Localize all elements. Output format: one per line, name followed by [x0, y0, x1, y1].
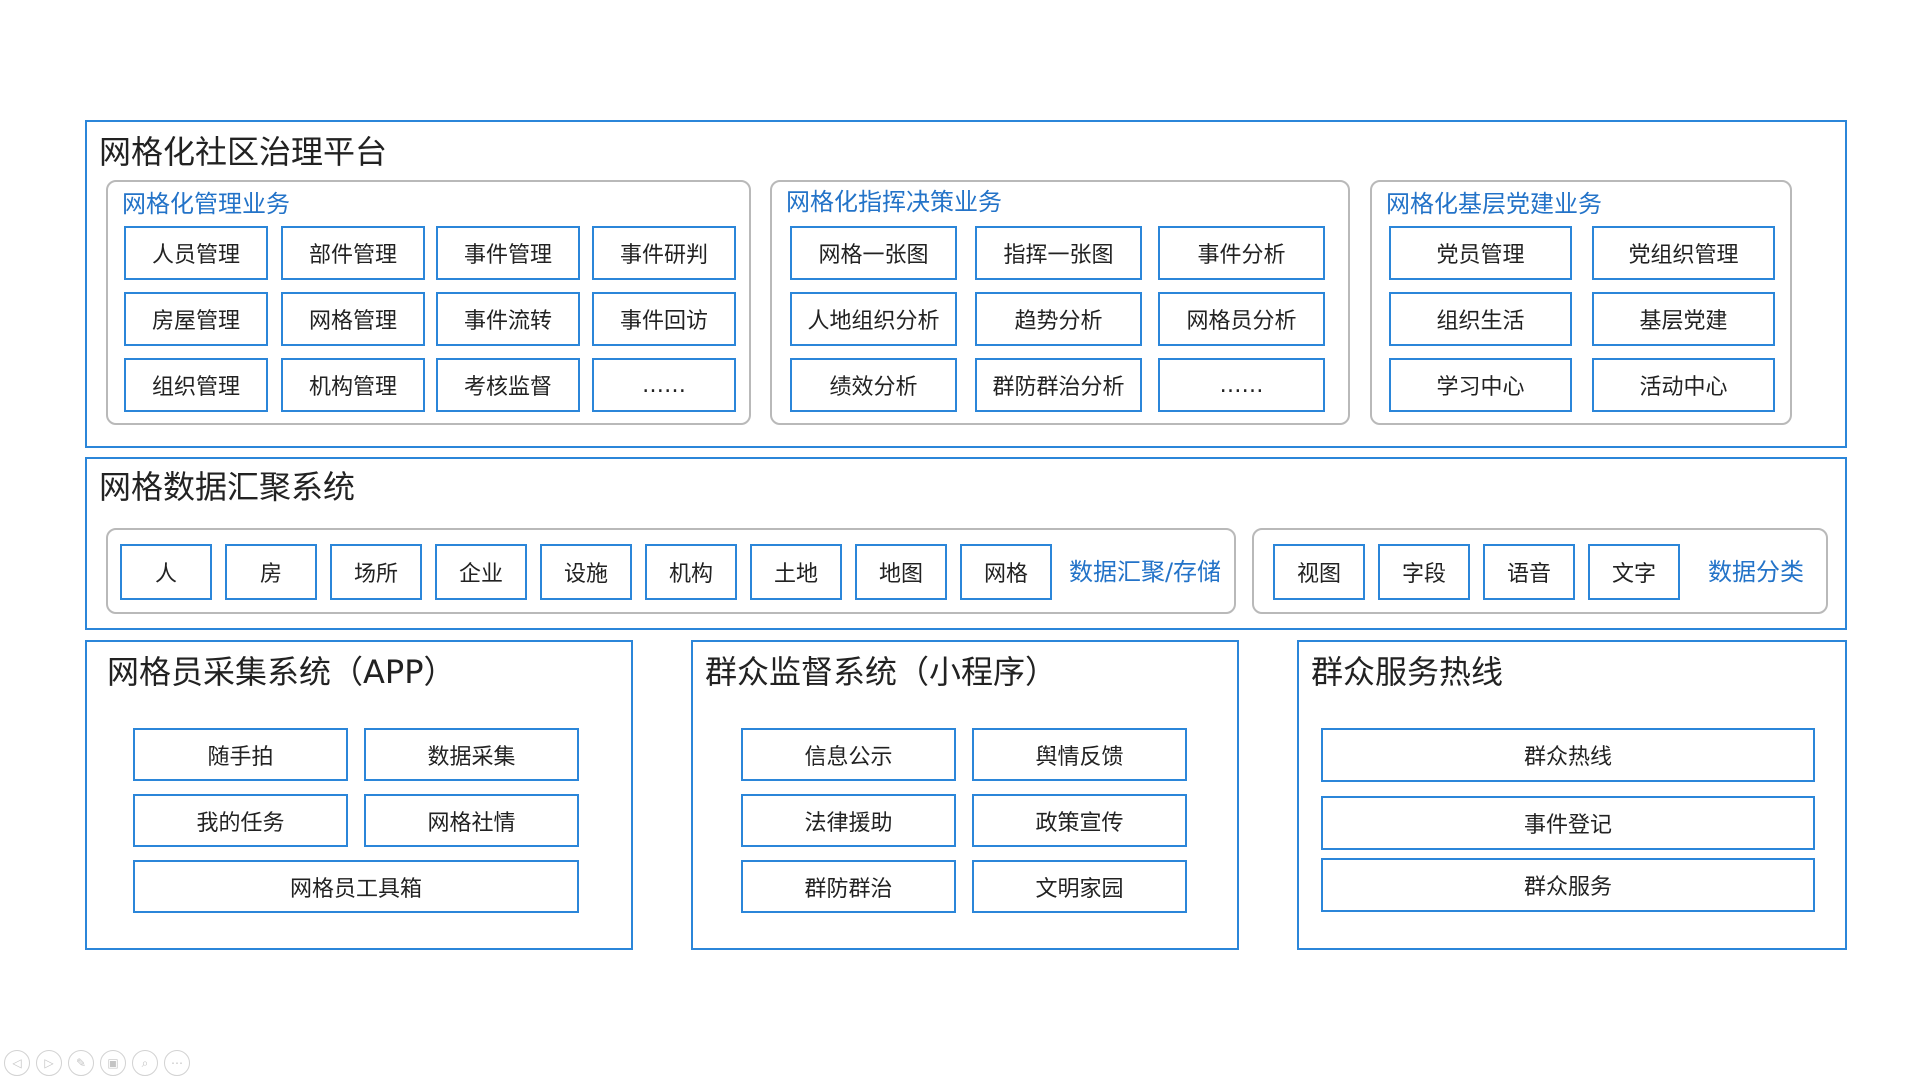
cell-command[interactable]: 网格员分析: [1158, 292, 1325, 346]
app-item[interactable]: 网格社情: [364, 794, 579, 847]
cell-party[interactable]: 基层党建: [1592, 292, 1775, 346]
data-item[interactable]: 企业: [435, 544, 527, 600]
data-aggregate-label: 数据汇聚/存储: [1068, 558, 1222, 586]
cell-management[interactable]: 事件回访: [592, 292, 736, 346]
next-icon[interactable]: ▷: [36, 1050, 62, 1076]
more-icon[interactable]: ⋯: [164, 1050, 190, 1076]
app-item[interactable]: 网格员工具箱: [133, 860, 579, 913]
app-item[interactable]: 数据采集: [364, 728, 579, 781]
pen-icon[interactable]: ✎: [68, 1050, 94, 1076]
cell-management[interactable]: 网格管理: [281, 292, 425, 346]
mini-item[interactable]: 法律援助: [741, 794, 956, 847]
data-item[interactable]: 网格: [960, 544, 1052, 600]
zoom-icon[interactable]: ⌕: [132, 1050, 158, 1076]
cell-party[interactable]: 党员管理: [1389, 226, 1572, 280]
mini-item[interactable]: 信息公示: [741, 728, 956, 781]
group-management-title: 网格化管理业务: [122, 190, 290, 218]
cell-management[interactable]: 事件研判: [592, 226, 736, 280]
app-item[interactable]: 我的任务: [133, 794, 348, 847]
data-item[interactable]: 设施: [540, 544, 632, 600]
cell-command[interactable]: 人地组织分析: [790, 292, 957, 346]
cell-management[interactable]: 机构管理: [281, 358, 425, 412]
cell-management[interactable]: 部件管理: [281, 226, 425, 280]
cell-management[interactable]: ……: [592, 358, 736, 412]
cell-management[interactable]: 人员管理: [124, 226, 268, 280]
cell-command[interactable]: ……: [1158, 358, 1325, 412]
group-party-title: 网格化基层党建业务: [1386, 190, 1602, 218]
data-aggregate-group: [106, 528, 1236, 614]
data-item[interactable]: 地图: [855, 544, 947, 600]
cell-command[interactable]: 群防群治分析: [975, 358, 1142, 412]
hotline-item[interactable]: 群众服务: [1321, 858, 1815, 912]
mini-item[interactable]: 舆情反馈: [972, 728, 1187, 781]
slides-icon[interactable]: ▣: [100, 1050, 126, 1076]
hotline-title: 群众服务热线: [1311, 653, 1504, 691]
data-item[interactable]: 土地: [750, 544, 842, 600]
mini-system-title: 群众监督系统（小程序）: [705, 653, 1058, 691]
data-item[interactable]: 场所: [330, 544, 422, 600]
cell-command[interactable]: 趋势分析: [975, 292, 1142, 346]
data-item[interactable]: 机构: [645, 544, 737, 600]
group-command-title: 网格化指挥决策业务: [786, 188, 1002, 216]
cell-party[interactable]: 组织生活: [1389, 292, 1572, 346]
classify-item[interactable]: 字段: [1378, 544, 1470, 600]
hotline-item[interactable]: 群众热线: [1321, 728, 1815, 782]
cell-party[interactable]: 学习中心: [1389, 358, 1572, 412]
app-system-title: 网格员采集系统（APP）: [107, 653, 456, 691]
cell-party[interactable]: 活动中心: [1592, 358, 1775, 412]
group-command: 网格化指挥决策业务: [770, 180, 1350, 425]
cell-command[interactable]: 网格一张图: [790, 226, 957, 280]
cell-management[interactable]: 房屋管理: [124, 292, 268, 346]
prev-icon[interactable]: ◁: [4, 1050, 30, 1076]
group-management: 网格化管理业务: [106, 180, 751, 425]
app-item[interactable]: 随手拍: [133, 728, 348, 781]
cell-command[interactable]: 指挥一张图: [975, 226, 1142, 280]
cell-management[interactable]: 事件管理: [436, 226, 580, 280]
cell-management[interactable]: 组织管理: [124, 358, 268, 412]
mini-item[interactable]: 文明家园: [972, 860, 1187, 913]
hotline-item[interactable]: 事件登记: [1321, 796, 1815, 850]
data-classify-label: 数据分类: [1708, 558, 1804, 586]
data-system-title: 网格数据汇聚系统: [99, 468, 356, 506]
data-item[interactable]: 人: [120, 544, 212, 600]
data-system-panel: 网格数据汇聚系统: [85, 457, 1847, 630]
classify-item[interactable]: 语音: [1483, 544, 1575, 600]
data-classify-group: [1252, 528, 1828, 614]
data-item[interactable]: 房: [225, 544, 317, 600]
mini-item[interactable]: 政策宣传: [972, 794, 1187, 847]
presentation-toolbar: ◁ ▷ ✎ ▣ ⌕ ⋯: [4, 1050, 190, 1076]
cell-command[interactable]: 绩效分析: [790, 358, 957, 412]
classify-item[interactable]: 视图: [1273, 544, 1365, 600]
cell-command[interactable]: 事件分析: [1158, 226, 1325, 280]
cell-management[interactable]: 考核监督: [436, 358, 580, 412]
cell-management[interactable]: 事件流转: [436, 292, 580, 346]
classify-item[interactable]: 文字: [1588, 544, 1680, 600]
platform-title: 网格化社区治理平台: [99, 133, 388, 171]
group-party: 网格化基层党建业务: [1370, 180, 1792, 425]
mini-item[interactable]: 群防群治: [741, 860, 956, 913]
cell-party[interactable]: 党组织管理: [1592, 226, 1775, 280]
